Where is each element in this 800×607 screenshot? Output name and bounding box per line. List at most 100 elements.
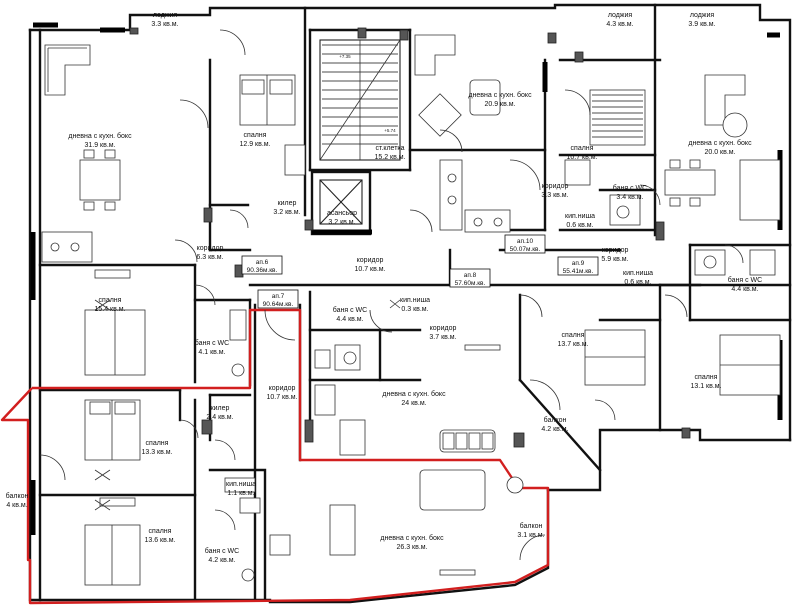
room-area: 31.9 кв.м.: [84, 142, 115, 149]
room-name: кип.ниша: [623, 270, 653, 277]
room-name: килер: [211, 405, 230, 412]
room-name: дневна с кухн. бокс: [468, 91, 532, 99]
room-name: ст.клетка: [375, 145, 404, 152]
room-name: спалня: [146, 440, 169, 447]
apartment-area: 90.64м.кв.: [263, 301, 294, 308]
room-label-bedroom-b: спалня 10.7 кв.м.: [566, 145, 597, 161]
room-name: баня с WC: [195, 339, 229, 347]
apartment-name: ап.6: [256, 259, 269, 266]
room-area: 4.2 кв.м.: [541, 426, 568, 433]
room-area: 0.3 кв.м.: [401, 306, 428, 313]
room-area: 4.2 кв.м.: [208, 557, 235, 564]
room-area: 26.3 кв.м.: [396, 544, 427, 551]
stair-mark-top: +7.35: [339, 54, 351, 59]
room-name: балкон: [520, 522, 543, 530]
room-name: кип.ниша: [565, 213, 595, 220]
room-label-balcony-e2: балкон 3.1 кв.м.: [517, 522, 544, 539]
room-name: балкон: [544, 416, 567, 424]
room-area: 10.7 кв.м.: [354, 266, 385, 273]
apartment-name: ап.8: [464, 272, 477, 279]
sofa-cushion: [455, 432, 468, 450]
apartment-tag-ap8: ап.857.60м.кв.: [449, 268, 491, 288]
room-name: кип.ниша: [400, 297, 430, 304]
room-name: коридор: [269, 385, 296, 392]
room-area: 15.4 кв.м.: [94, 306, 125, 313]
room-name: спалня: [571, 145, 594, 152]
room-area: 0.6 кв.м.: [624, 279, 651, 286]
room-name: дневна с кухн. бокс: [382, 390, 446, 398]
room-label-living-d: дневна с кухн. бокс 24 кв.м.: [382, 390, 446, 407]
room-area: 3.4 кв.м.: [616, 194, 643, 201]
room-label-niche-c: кип.ниша 0.6 кв.м.: [623, 270, 653, 286]
room-label-bath-e: баня с WC4.2 кв.м.: [205, 547, 239, 564]
room-area: 13.3 кв.м.: [141, 449, 172, 456]
room-area: 15.2 кв.м.: [374, 154, 405, 161]
doors: [39, 29, 744, 561]
room-name: дневна с кухн. бокс: [380, 534, 444, 542]
room-area: 20.9 кв.м.: [484, 101, 515, 108]
room-area: 10.7 кв.м.: [566, 154, 597, 161]
apartment-tags: ап.690.36м.кв. ап.790.64м.кв. ап.857.60м.к…: [241, 234, 599, 309]
room-label-bath-c: баня с WC 4.4 кв.м.: [728, 276, 762, 293]
room-area: 3.9 кв.м.: [688, 21, 715, 28]
room-label-stair: ст.клетка 15.2 кв.м.: [374, 145, 405, 161]
apartment-area: 90.36м.кв.: [247, 267, 278, 274]
room-name: балкон: [6, 492, 29, 500]
room-area: 4.4 кв.м.: [731, 286, 758, 293]
stair-marks: +7.35 +5.74: [339, 54, 396, 133]
room-name: баня с WC: [333, 306, 367, 314]
room-name: баня с WC: [613, 184, 647, 192]
room-name: лоджия: [608, 12, 633, 19]
room-label-balcony-d: балкон 4.2 кв.м.: [541, 416, 568, 433]
apartment-area: 57.60м.кв.: [455, 280, 486, 287]
room-area: 3.2 кв.м.: [273, 209, 300, 216]
room-area: 4.1 кв.м.: [198, 349, 225, 356]
room-area: 3.3 кв.м.: [151, 21, 178, 28]
room-label-bath-b: баня с WC 3.4 кв.м.: [613, 184, 647, 201]
room-area: 3.1 кв.м.: [517, 532, 544, 539]
room-name: коридор: [357, 257, 384, 264]
room-name: спалня: [244, 132, 267, 139]
room-label-loggia-a: лоджия 3.3 кв.м.: [151, 12, 178, 28]
apartment-name: ап.10: [517, 238, 534, 245]
room-name: спалня: [695, 374, 718, 381]
apartment-7-outline: [0, 308, 550, 605]
apartment-tag-box: [557, 256, 599, 276]
room-area: 1.1 кв.м.: [227, 490, 254, 497]
room-name: лоджия: [690, 12, 715, 19]
apartment-tag-ap9: ап.955.41м.кв.: [557, 256, 599, 276]
room-name: баня с WC: [728, 276, 762, 284]
apartment-area: 55.41м.кв.: [563, 268, 594, 275]
room-label-bedroom-c: спалня 13.1 кв.м.: [690, 374, 721, 390]
room-area: 13.1 кв.м.: [690, 383, 721, 390]
room-name: килер: [278, 200, 297, 207]
room-label-storage-a: килер 3.2 кв.м.: [273, 200, 300, 216]
sofa-cushion: [468, 432, 481, 450]
room-label-niche-d: кип.ниша 0.3 кв.м.: [400, 297, 430, 313]
apartment-tag-box: [257, 289, 299, 309]
room-name: кип.ниша: [226, 481, 256, 488]
room-label-loggia-c: лоджия 3.9 кв.м.: [688, 12, 715, 28]
apartment-tag-ap7: ап.790.64м.кв.: [257, 289, 299, 309]
room-area: 4 кв.м.: [6, 502, 27, 509]
room-area: 20.0 кв.м.: [704, 149, 735, 156]
room-area: 0.6 кв.м.: [566, 222, 593, 229]
room-label-niche-b: кип.ниша 0.6 кв.м.: [565, 213, 595, 229]
room-area: 24 кв.м.: [401, 400, 426, 407]
room-name: лоджия: [153, 12, 178, 19]
